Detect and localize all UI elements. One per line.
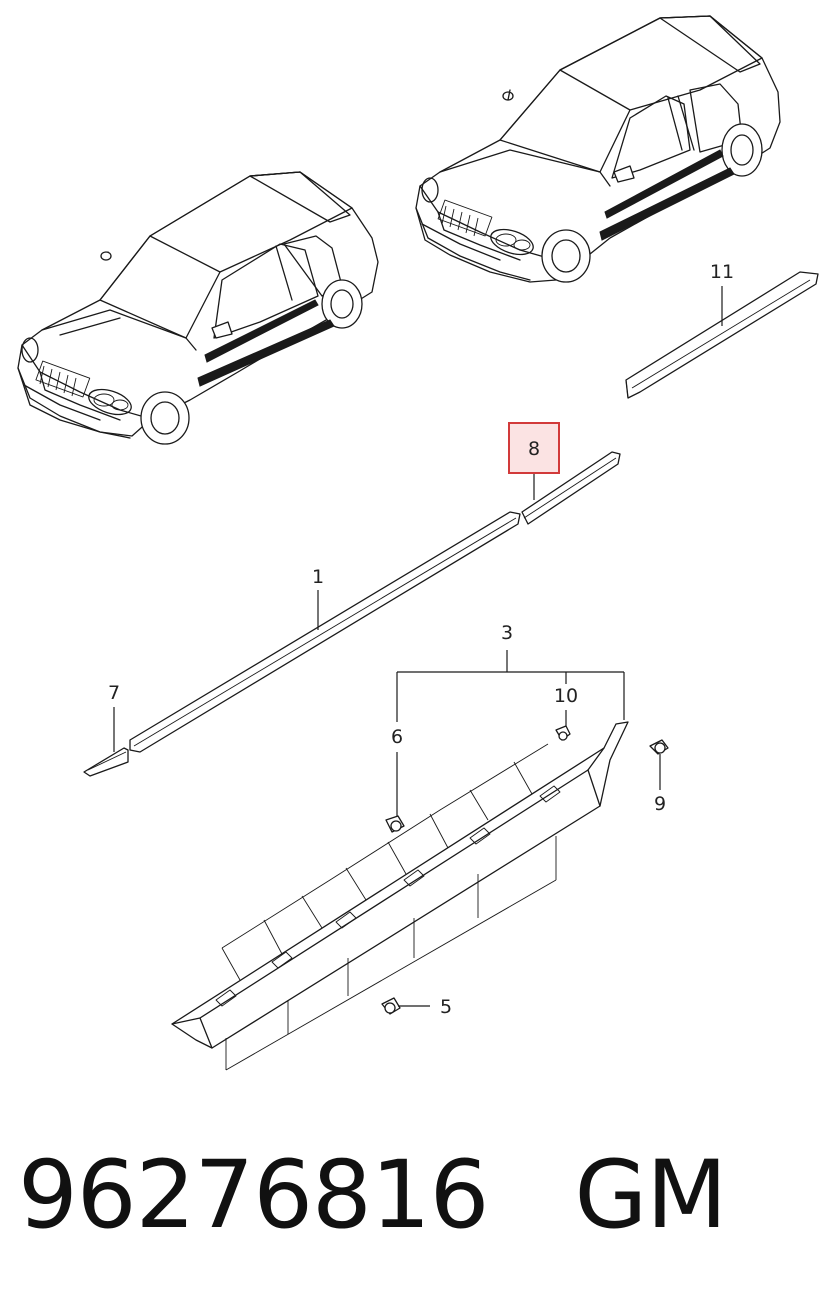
car-three-door-illustration xyxy=(17,171,379,445)
callout-3: 3 xyxy=(501,622,513,644)
part-number: 96276816 xyxy=(18,1140,489,1250)
clip-5 xyxy=(381,997,401,1015)
part-8-moulding xyxy=(521,451,621,525)
brand-name: GM xyxy=(574,1140,727,1250)
callout-8: 8 xyxy=(528,438,540,460)
callout-1: 1 xyxy=(312,566,324,588)
callout-9: 9 xyxy=(654,793,666,815)
footer-caption: 96276816 GM xyxy=(18,1140,727,1250)
leader-3-bracket xyxy=(396,650,625,722)
screw-9 xyxy=(649,739,669,755)
car-five-door-illustration xyxy=(415,15,781,283)
clip-6 xyxy=(385,815,405,833)
highlight-box-8 xyxy=(508,422,560,474)
callout-11: 11 xyxy=(710,261,734,283)
part-7-end-cap xyxy=(83,747,129,777)
part-1-moulding xyxy=(129,511,521,753)
callout-7: 7 xyxy=(108,682,120,704)
callout-5: 5 xyxy=(440,996,452,1018)
callout-10: 10 xyxy=(554,685,578,707)
parts-diagram: 11 8 1 7 3 10 6 xyxy=(17,15,819,1071)
clip-10 xyxy=(555,725,571,741)
part-11-moulding xyxy=(625,271,819,399)
callout-6: 6 xyxy=(391,726,403,748)
rocker-sill-moulding xyxy=(171,721,629,1071)
